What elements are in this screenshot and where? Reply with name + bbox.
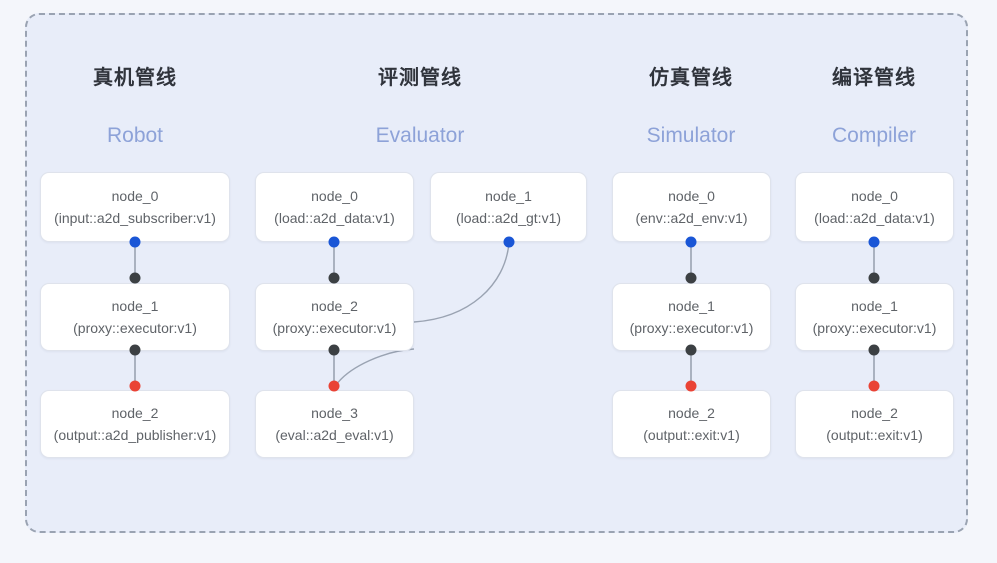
node-port-red[interactable] — [685, 380, 697, 392]
node-card-cmp-node-1[interactable]: node_1(proxy::executor:v1) — [795, 283, 954, 351]
node-port-red[interactable] — [868, 380, 880, 392]
node-type-label: (output::exit:v1) — [826, 427, 923, 443]
node-type-label: (proxy::executor:v1) — [272, 320, 397, 336]
node-card-eval-node-1[interactable]: node_1(load::a2d_gt:v1) — [430, 172, 587, 242]
node-port-red[interactable] — [328, 380, 340, 392]
node-card-robot-node-1[interactable]: node_1(proxy::executor:v1) — [40, 283, 230, 351]
node-name-label: node_2 — [851, 405, 898, 421]
node-card-sim-node-1[interactable]: node_1(proxy::executor:v1) — [612, 283, 771, 351]
node-type-label: (load::a2d_gt:v1) — [455, 210, 562, 226]
node-card-eval-node-3[interactable]: node_3(eval::a2d_eval:v1) — [255, 390, 414, 458]
node-card-cmp-node-2[interactable]: node_2(output::exit:v1) — [795, 390, 954, 458]
column-title-simulator: 仿真管线 — [649, 67, 733, 89]
node-port-black[interactable] — [868, 272, 880, 284]
node-port-blue[interactable] — [503, 236, 515, 248]
node-type-label: (output::a2d_publisher:v1) — [53, 427, 217, 443]
node-port-blue[interactable] — [685, 236, 697, 248]
node-name-label: node_2 — [111, 405, 159, 421]
node-port-black[interactable] — [328, 344, 340, 356]
node-card-sim-node-2[interactable]: node_2(output::exit:v1) — [612, 390, 771, 458]
node-port-black[interactable] — [868, 344, 880, 356]
column-title-robot: 真机管线 — [93, 67, 177, 89]
column-title-compiler: 编译管线 — [832, 67, 916, 89]
node-type-label: (input::a2d_subscriber:v1) — [54, 210, 216, 226]
node-card-eval-node-0[interactable]: node_0(load::a2d_data:v1) — [255, 172, 414, 242]
node-card-cmp-node-0[interactable]: node_0(load::a2d_data:v1) — [795, 172, 954, 242]
node-name-label: node_1 — [111, 298, 159, 314]
node-port-blue[interactable] — [328, 236, 340, 248]
node-name-label: node_3 — [311, 405, 358, 421]
node-port-red[interactable] — [129, 380, 141, 392]
node-name-label: node_1 — [851, 298, 898, 314]
node-type-label: (proxy::executor:v1) — [629, 320, 754, 336]
node-type-label: (output::exit:v1) — [643, 427, 740, 443]
node-type-label: (load::a2d_data:v1) — [814, 210, 935, 226]
node-card-robot-node-2[interactable]: node_2(output::a2d_publisher:v1) — [40, 390, 230, 458]
column-subtitle-robot: Robot — [106, 124, 164, 147]
node-type-label: (eval::a2d_eval:v1) — [275, 427, 394, 443]
column-subtitle-compiler: Compiler — [831, 124, 917, 147]
node-type-label: (env::a2d_env:v1) — [635, 210, 748, 226]
node-type-label: (load::a2d_data:v1) — [274, 210, 395, 226]
node-name-label: node_0 — [111, 188, 159, 204]
node-card-sim-node-0[interactable]: node_0(env::a2d_env:v1) — [612, 172, 771, 242]
node-port-black[interactable] — [685, 344, 697, 356]
node-port-blue[interactable] — [129, 236, 141, 248]
node-name-label: node_2 — [311, 298, 358, 314]
node-card-robot-node-0[interactable]: node_0(input::a2d_subscriber:v1) — [40, 172, 230, 242]
node-name-label: node_2 — [668, 405, 715, 421]
node-type-label: (proxy::executor:v1) — [73, 320, 197, 336]
node-name-label: node_1 — [485, 188, 532, 204]
node-card-eval-node-2[interactable]: node_2(proxy::executor:v1) — [255, 283, 414, 351]
node-port-black[interactable] — [328, 272, 340, 284]
column-subtitle-simulator: Simulator — [646, 124, 736, 147]
node-port-black[interactable] — [129, 344, 141, 356]
node-name-label: node_0 — [668, 188, 715, 204]
node-name-label: node_1 — [668, 298, 715, 314]
node-name-label: node_0 — [851, 188, 898, 204]
node-port-blue[interactable] — [868, 236, 880, 248]
node-type-label: (proxy::executor:v1) — [812, 320, 937, 336]
node-port-black[interactable] — [129, 272, 141, 284]
node-port-black[interactable] — [685, 272, 697, 284]
column-subtitle-evaluator: Evaluator — [375, 124, 465, 147]
column-title-evaluator: 评测管线 — [378, 67, 462, 89]
node-name-label: node_0 — [311, 188, 358, 204]
